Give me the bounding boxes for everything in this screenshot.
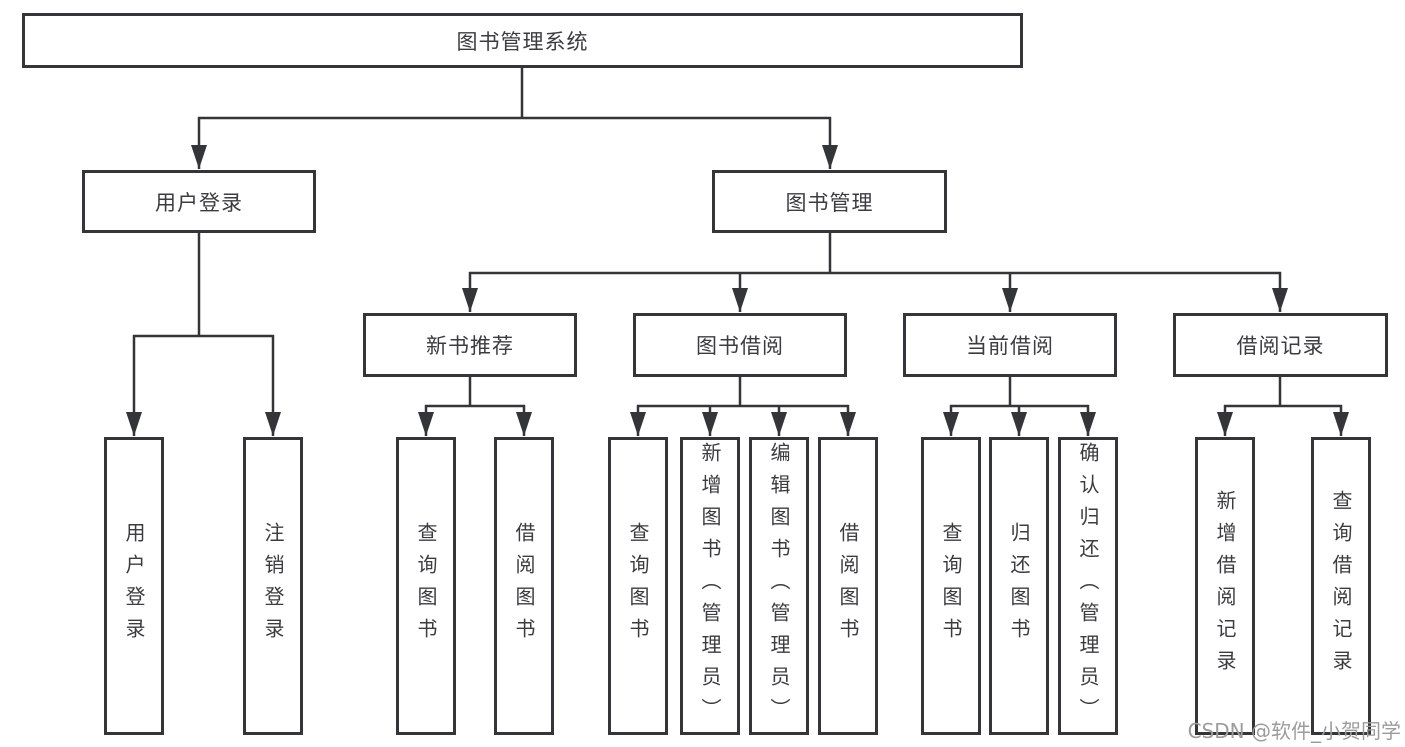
node-leaf-query-books-borrowing: 查询图书: [608, 437, 668, 735]
node-label: 查询借阅记录: [1329, 490, 1353, 682]
node-label: 图书管理: [785, 190, 874, 215]
node-label: 借阅图书: [512, 522, 536, 650]
node-leaf-add-borrow-record: 新增借阅记录: [1195, 437, 1255, 735]
node-leaf-return-books: 归还图书: [989, 437, 1049, 735]
node-current-borrowing: 当前借阅: [903, 313, 1117, 377]
node-label: 图书管理系统: [456, 29, 589, 54]
node-user-login: 用户登录: [82, 170, 316, 233]
node-borrowing-records: 借阅记录: [1173, 313, 1388, 377]
node-leaf-borrow-books-recommend: 借阅图书: [494, 437, 554, 735]
node-leaf-query-borrow-record: 查询借阅记录: [1311, 437, 1371, 735]
node-label: 用户登录: [122, 522, 146, 650]
node-label: 注销登录: [261, 522, 285, 650]
node-label: 新增图书（管理员）: [698, 442, 722, 730]
node-label: 借阅记录: [1236, 334, 1325, 358]
node-leaf-user-login: 用户登录: [104, 437, 164, 735]
node-label: 查询图书: [626, 522, 650, 650]
node-library-management-system: 图书管理系统: [22, 13, 1023, 68]
node-label: 新增借阅记录: [1213, 490, 1237, 682]
node-leaf-query-books-recommend: 查询图书: [396, 437, 456, 735]
node-label: 借阅图书: [836, 522, 860, 650]
node-label: 用户登录: [155, 190, 243, 215]
node-new-book-recommendation: 新书推荐: [363, 313, 577, 377]
node-leaf-borrow-books: 借阅图书: [818, 437, 878, 735]
node-label: 归还图书: [1007, 522, 1031, 650]
node-label: 图书借阅: [696, 334, 784, 358]
node-book-borrowing: 图书借阅: [633, 313, 847, 377]
node-label: 当前借阅: [966, 334, 1054, 358]
node-label: 查询图书: [939, 522, 963, 650]
node-label: 新书推荐: [426, 334, 514, 358]
node-label: 确认归还（管理员）: [1076, 442, 1100, 730]
node-leaf-confirm-return-admin: 确认归还（管理员）: [1058, 437, 1118, 735]
csdn-watermark: CSDN @软件_小贺同学: [1187, 719, 1401, 743]
node-book-management: 图书管理: [712, 170, 947, 233]
node-label: 编辑图书（管理员）: [767, 442, 791, 730]
node-leaf-logout: 注销登录: [243, 437, 303, 735]
node-leaf-query-books-current: 查询图书: [921, 437, 981, 735]
node-label: 查询图书: [414, 522, 438, 650]
node-leaf-edit-book-admin: 编辑图书（管理员）: [749, 437, 809, 735]
node-leaf-add-book-admin: 新增图书（管理员）: [680, 437, 740, 735]
